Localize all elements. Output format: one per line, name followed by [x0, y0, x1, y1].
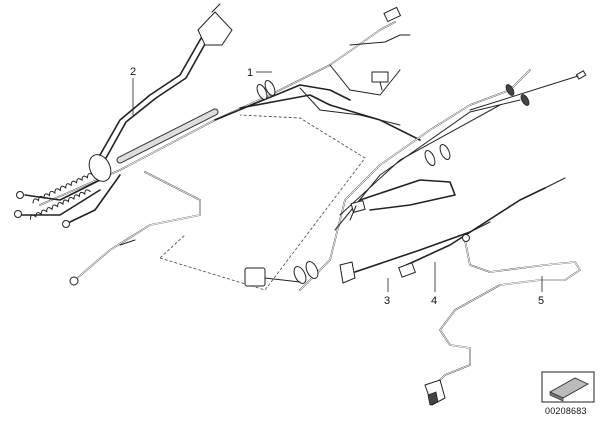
cable-item-2	[99, 3, 233, 159]
callout-4: 4	[431, 295, 437, 307]
main-harness	[14, 6, 411, 286]
part-number: 00208683	[545, 406, 587, 416]
callout-2: 2	[130, 66, 136, 78]
callout-3: 3	[384, 295, 390, 307]
assembly-outline-dashed	[159, 114, 366, 291]
right-harness	[244, 69, 587, 291]
callout-1: 1	[247, 67, 253, 79]
cable-item-5	[424, 234, 581, 406]
cable-tag-icon	[541, 371, 595, 403]
coiled-cable	[29, 189, 91, 220]
callout-5: 5	[538, 295, 544, 307]
cable-item-4	[398, 177, 566, 292]
